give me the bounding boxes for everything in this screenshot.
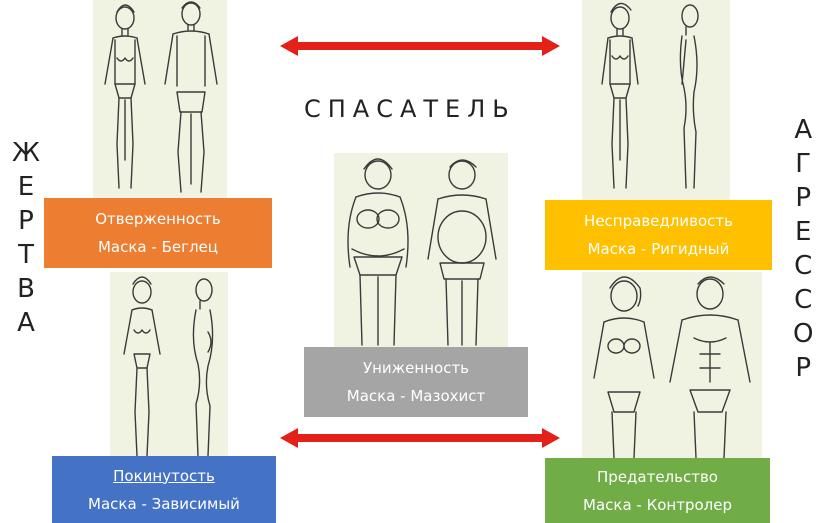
trauma-name: Отверженность [95,210,221,228]
victim-vertical-label: Ж Е Р Т В А [12,136,40,340]
mask-name: Маска - Ригидный [587,240,730,258]
trauma-card-bottom-right: Предательство Маска - Контролер [545,458,770,523]
trauma-card-bottom-left: Покинутость Маска - Зависимый [52,456,276,523]
trauma-card-top-right: Несправедливость Маска - Ригидный [545,200,772,270]
aggressor-letter: Р [795,183,812,213]
arrow-shape [280,36,560,56]
victim-letter: В [17,274,35,304]
victim-letter: Т [18,240,34,270]
body-figures-illustration [123,276,214,457]
top-double-arrow [280,36,560,56]
figure-panel-center [334,153,508,347]
arrow-shape [280,428,560,448]
figure-panel-bottom-left [110,272,228,458]
mask-name: Маска - Мазохист [346,387,486,405]
body-figures-illustration [593,276,751,458]
figure-panel-top-right [582,0,730,200]
trauma-name: Несправедливость [584,212,733,230]
body-figures-illustration [104,1,218,193]
aggressor-letter: С [794,285,813,315]
mask-name: Маска - Контролер [583,495,732,514]
bottom-double-arrow [280,428,560,448]
aggressor-letter: Е [795,217,812,247]
victim-letter: Р [18,206,34,236]
mask-name: Маска - Беглец [97,238,218,256]
figure-panel-bottom-right [582,272,762,458]
body-figures-illustration [347,158,497,346]
victim-letter: Ж [12,138,41,168]
body-figures-illustration [601,2,699,189]
victim-letter: Е [17,172,35,202]
figure-panel-top-left [93,0,227,200]
trauma-card-top-left: Отверженность Маска - Беглец [44,198,272,268]
trauma-name: Покинутость [113,466,215,485]
aggressor-letter: О [793,319,814,349]
aggressor-letter: А [794,115,813,145]
victim-letter: А [17,308,35,338]
rescuer-title: СПАСАТЕЛЬ [304,95,516,123]
mask-name: Маска - Зависимый [88,494,240,513]
aggressor-letter: Р [795,353,812,383]
trauma-name: Предательство [597,467,718,486]
trauma-card-center: Униженность Маска - Мазохист [304,347,528,417]
aggressor-letter: С [794,251,813,281]
aggressor-vertical-label: А Г Р Е С С О Р [793,113,813,385]
trauma-name: Униженность [362,359,470,377]
aggressor-letter: Г [795,149,812,179]
